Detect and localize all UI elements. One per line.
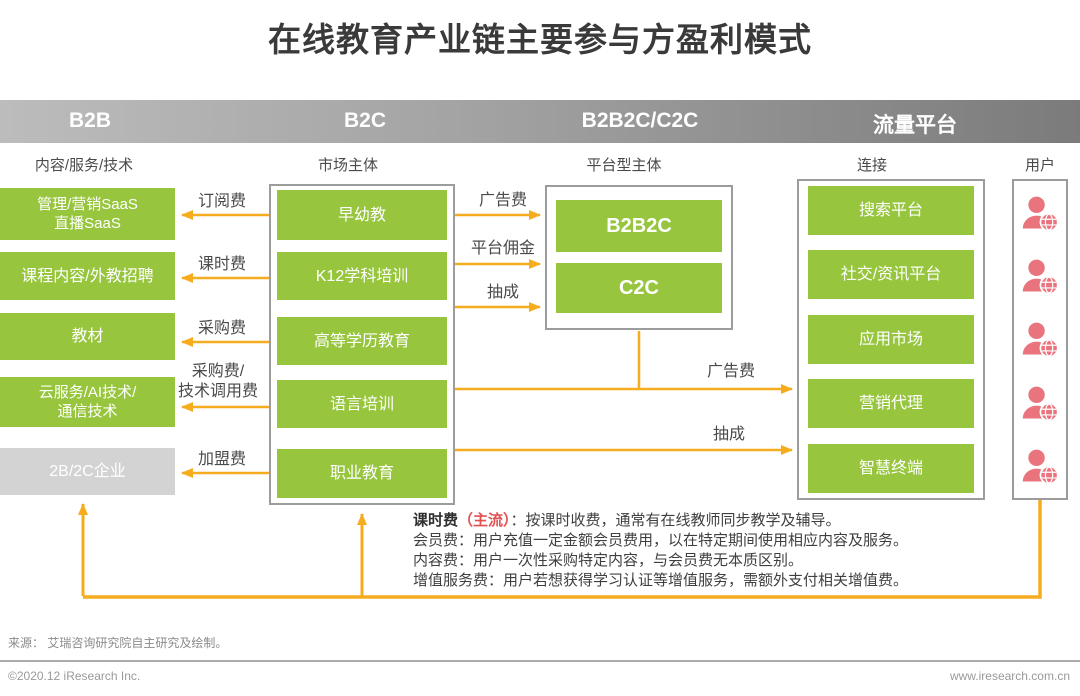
b2b-box-cloud-ai-telecom: 云服务/AI技术/ 通信技术 [0,377,175,427]
note-mainstream-tag: （主流） [458,512,511,529]
note-line-2: 会员费：用户充值一定金额会员费用，以在特定期间使用相应内容及服务。 [413,532,909,549]
role-label-market-entities: 市场主体 [317,157,379,174]
b2b-box-teaching-material: 教材 [0,313,175,360]
fee-notes: 课时费（主流）：按课时收费，通常有在线教师同步教学及辅导。 会员费：用户充值一定… [413,511,1043,591]
platform-container: B2B2C C2C [545,185,733,330]
user-with-globe-icon [1021,447,1059,485]
b2c-box-k12: K12学科培训 [277,252,447,300]
user-with-globe-icon [1021,320,1059,358]
header-traffic-platform: 流量平台 [873,114,957,137]
header-b2b2c-c2c: B2B2C/C2C [581,109,699,132]
copyright: ©2020.12 iResearch Inc. [8,669,141,683]
role-label-users: 用户 [1024,157,1056,174]
header-b2b: B2B [68,109,112,132]
fee-label-share-middle: 抽成 [486,284,520,301]
fee-label-purchase: 采购费 [197,320,247,337]
b2b-box-2b2c-enterprise: 2B/2C企业 [0,448,175,495]
users-container [1012,179,1068,500]
fee-label-ad-middle: 广告费 [478,192,528,209]
traffic-box-social-info-platform: 社交/资讯平台 [808,250,974,299]
role-label-connection: 连接 [856,157,888,174]
source-note: 来源： 艾瑞咨询研究院自主研究及绘制。 [8,636,228,650]
b2b-box-saas: 管理/营销SaaS 直播SaaS [0,188,175,240]
platform-box-b2b2c: B2B2C [556,200,722,252]
fee-label-ad-right: 广告费 [706,363,756,380]
fee-label-share-right: 抽成 [712,426,746,443]
note-line-1: 课时费（主流）：按课时收费，通常有在线教师同步教学及辅导。 [413,511,1043,531]
user-with-globe-icon [1021,194,1059,232]
fee-label-commission: 平台佣金 [470,240,536,257]
note-line-4: 增值服务费：用户若想获得学习认证等增值服务，需额外支付相关增值费。 [413,572,909,589]
b2c-box-language-training: 语言培训 [277,380,447,428]
fee-label-franchise: 加盟费 [197,451,247,468]
traffic-container: 搜索平台 社交/资讯平台 应用市场 营销代理 智慧终端 [797,179,985,500]
b2c-container: 早幼教 K12学科培训 高等学历教育 语言培训 职业教育 [269,184,455,505]
b2c-box-early-education: 早幼教 [277,190,447,240]
footer-divider [0,660,1080,662]
fee-label-class-hour: 课时费 [197,256,247,273]
b2c-box-vocational-education: 职业教育 [277,449,447,498]
b2b-box-course-content: 课程内容/外教招聘 [0,252,175,300]
note-line-3: 内容费：用户一次性采购特定内容，与会员费无本质区别。 [413,552,804,569]
note-class-hour-fee: 课时费 [413,512,459,529]
fee-label-subscription: 订阅费 [197,193,247,210]
traffic-box-marketing-agency: 营销代理 [808,379,974,428]
traffic-box-app-market: 应用市场 [808,315,974,364]
traffic-box-smart-terminal: 智慧终端 [808,444,974,493]
platform-box-c2c: C2C [556,263,722,313]
note-class-hour-desc: ：按课时收费，通常有在线教师同步教学及辅导。 [510,512,841,529]
role-label-content-service-tech: 内容/服务/技术 [34,157,134,174]
header-b2c: B2C [343,109,387,132]
traffic-box-search-platform: 搜索平台 [808,186,974,235]
b2c-box-higher-education: 高等学历教育 [277,317,447,365]
page-title: 在线教育产业链主要参与方盈利模式 [268,21,812,58]
website-url: www.iresearch.com.cn [949,669,1070,683]
user-with-globe-icon [1021,384,1059,422]
fee-label-purchase-api: 采购费/ 技术调用费 [177,363,259,400]
section-header-bar: B2B B2C B2B2C/C2C 流量平台 [0,100,1080,143]
fee-arrows-left [181,210,269,478]
user-with-globe-icon [1021,257,1059,295]
role-label-platform-entities: 平台型主体 [586,157,662,174]
